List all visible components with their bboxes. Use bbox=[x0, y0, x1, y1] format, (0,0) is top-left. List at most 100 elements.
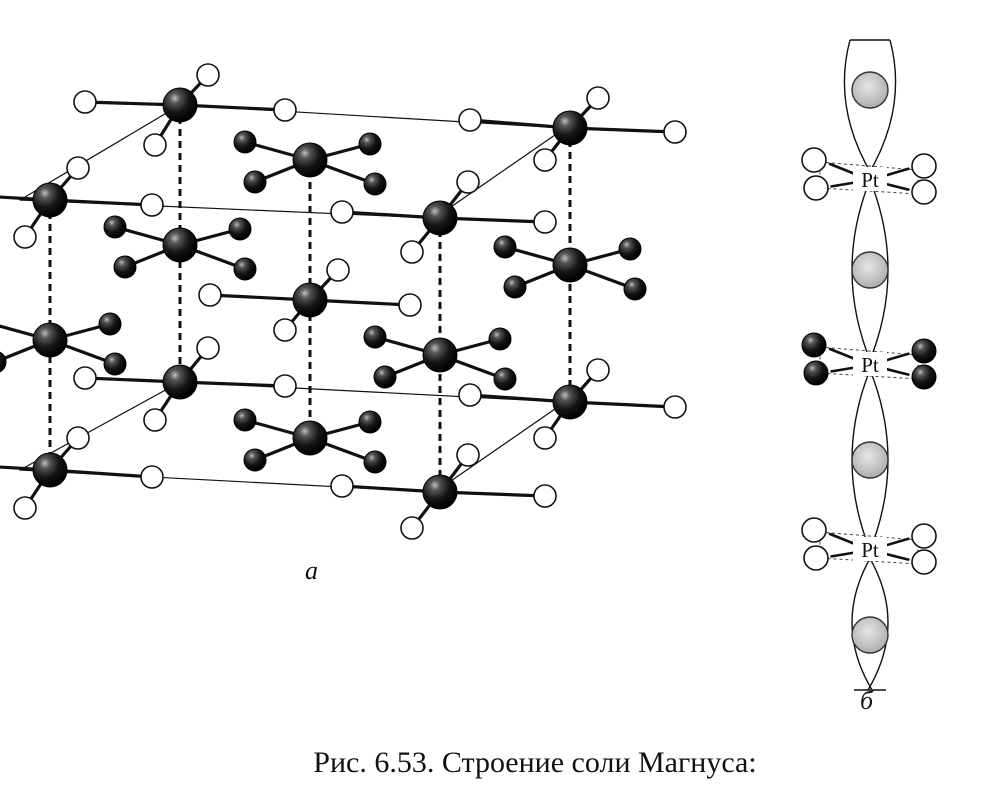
chloride-atom-dark bbox=[363, 325, 387, 349]
chloride-atom-dark bbox=[243, 170, 267, 194]
ligand-atom-open bbox=[66, 156, 90, 180]
pt-ligand-bond bbox=[438, 490, 547, 498]
ligand-atom-open bbox=[663, 120, 687, 144]
orbital-lobe-grey bbox=[851, 71, 889, 109]
chloride-atom-dark bbox=[103, 352, 127, 376]
ligand-atom-open bbox=[398, 293, 422, 317]
ligand-atom-open bbox=[143, 408, 167, 432]
pt-atom-dark bbox=[162, 227, 198, 263]
ligand-atom-open bbox=[458, 108, 482, 132]
ligand-atom-open bbox=[273, 318, 297, 342]
pt-atom-label: Pt bbox=[861, 168, 879, 192]
ligand-atom-open bbox=[196, 63, 220, 87]
panel-b-label: б bbox=[860, 686, 874, 715]
pt-atom-label: Pt bbox=[861, 538, 879, 562]
pt-ligand-bond bbox=[568, 126, 677, 134]
ligand-atom-open bbox=[273, 374, 297, 398]
chloride-atom-dark bbox=[113, 255, 137, 279]
pt-atom-dark bbox=[162, 364, 198, 400]
chloride-atom-dark bbox=[911, 338, 937, 364]
chloride-atom-dark bbox=[363, 450, 387, 474]
ligand-atom-open bbox=[663, 395, 687, 419]
chloride-atom-dark bbox=[233, 130, 257, 154]
ligand-atom-open bbox=[400, 240, 424, 264]
crystal-lattice-panel-a bbox=[0, 63, 687, 540]
pt-ligand-bond bbox=[438, 216, 547, 224]
pt-atom-dark bbox=[292, 142, 328, 178]
chloride-atom-dark bbox=[363, 172, 387, 196]
chloride-atom-dark bbox=[0, 351, 7, 373]
ligand-atom-open bbox=[13, 496, 37, 520]
chloride-atom-dark bbox=[358, 132, 382, 156]
chloride-atom-dark bbox=[228, 217, 252, 241]
pt-atom-dark bbox=[552, 247, 588, 283]
ligand-atom-open bbox=[533, 484, 557, 508]
chloride-atom-dark bbox=[801, 332, 827, 358]
ligand-atom-open bbox=[586, 358, 610, 382]
chloride-atom-dark bbox=[493, 367, 517, 391]
chloride-atom-dark bbox=[233, 257, 257, 281]
pt-ligand-bond bbox=[178, 380, 287, 388]
figure-caption: Рис. 6.53. Строение соли Магнуса: bbox=[313, 746, 757, 779]
ligand-atom-open bbox=[326, 258, 350, 282]
ligand-atom-open bbox=[330, 474, 354, 498]
ligand-atom-open bbox=[803, 545, 829, 571]
pt-atom-dark bbox=[32, 322, 68, 358]
pt-atom-dark bbox=[422, 474, 458, 510]
pt-label-backdrop bbox=[853, 167, 887, 191]
pt-atom-dark bbox=[552, 110, 588, 146]
ligand-atom-open bbox=[533, 426, 557, 450]
chloride-atom-dark bbox=[803, 360, 829, 386]
ligand-atom-open bbox=[13, 225, 37, 249]
pt-atom-dark bbox=[32, 452, 68, 488]
ligand-atom-open bbox=[801, 147, 827, 173]
ligand-atom-open bbox=[143, 133, 167, 157]
ligand-atom-open bbox=[456, 443, 480, 467]
pt-atom-dark bbox=[422, 337, 458, 373]
lattice-edge bbox=[434, 401, 566, 493]
ligand-atom-open bbox=[198, 283, 222, 307]
pt-atom-dark bbox=[292, 420, 328, 456]
chloride-atom-dark bbox=[243, 448, 267, 472]
chloride-atom-dark bbox=[98, 312, 122, 336]
chloride-atom-dark bbox=[911, 364, 937, 390]
ligand-atom-open bbox=[196, 336, 220, 360]
chloride-atom-dark bbox=[493, 235, 517, 259]
ligand-atom-open bbox=[456, 170, 480, 194]
ligand-atom-open bbox=[533, 210, 557, 234]
pt-atom-label: Pt bbox=[861, 353, 879, 377]
ligand-atom-open bbox=[911, 153, 937, 179]
ligand-atom-open bbox=[140, 193, 164, 217]
chloride-atom-dark bbox=[623, 277, 647, 301]
chloride-atom-dark bbox=[373, 365, 397, 389]
orbital-lobe-grey bbox=[851, 251, 889, 289]
chloride-atom-dark bbox=[233, 408, 257, 432]
pt-atom-dark bbox=[422, 200, 458, 236]
ligand-atom-open bbox=[803, 175, 829, 201]
orbital-lobe-grey bbox=[851, 616, 889, 654]
ligand-atom-open bbox=[801, 517, 827, 543]
panel-a-label: а bbox=[305, 556, 318, 585]
chloride-atom-dark bbox=[488, 327, 512, 351]
ligand-atom-open bbox=[330, 200, 354, 224]
chloride-atom-dark bbox=[103, 215, 127, 239]
ligand-atom-open bbox=[911, 179, 937, 205]
pt-atom-dark bbox=[162, 87, 198, 123]
ligand-atom-open bbox=[73, 366, 97, 390]
chloride-atom-dark bbox=[358, 410, 382, 434]
ligand-atom-open bbox=[533, 148, 557, 172]
pt-label-backdrop bbox=[853, 352, 887, 376]
pt-atom-dark bbox=[292, 282, 328, 318]
chloride-atom-dark bbox=[503, 275, 527, 299]
pt-ligand-bond bbox=[568, 400, 677, 409]
ligand-atom-open bbox=[73, 90, 97, 114]
pt-atom-dark bbox=[32, 182, 68, 218]
ligand-atom-open bbox=[273, 98, 297, 122]
ligand-atom-open bbox=[586, 86, 610, 110]
chloride-atom-dark bbox=[618, 237, 642, 261]
ligand-atom-open bbox=[140, 465, 164, 489]
ligand-atom-open bbox=[458, 383, 482, 407]
ligand-atom-open bbox=[911, 549, 937, 575]
orbital-lobe-grey bbox=[851, 441, 889, 479]
